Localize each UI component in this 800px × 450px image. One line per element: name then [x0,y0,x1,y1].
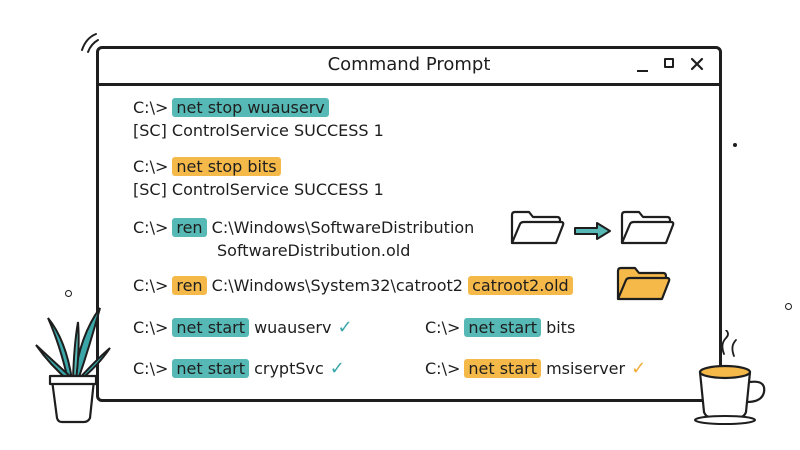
command-highlight: net start [172,359,249,378]
command-line: C:\>net start msiserver ✓ [425,358,646,380]
sketch-strokes-icon [81,33,99,53]
command-highlight: net start [172,318,249,337]
command-argument: C:\Windows\SoftwareDistribution [211,218,475,237]
prompt: C:\> [425,318,461,337]
prompt: C:\> [133,318,169,337]
prompt: C:\> [133,359,169,378]
minimize-button[interactable] [633,54,653,74]
command-line: C:\>net start cryptSvc ✓ [133,358,345,380]
command-argument: bits [546,318,576,337]
check-icon: ✓ [631,358,647,379]
check-icon: ✓ [329,358,345,379]
folder-filled-icon [616,266,671,301]
coffee-cup-icon [694,330,766,425]
window-title: Command Prompt [327,54,491,75]
command-highlight: net start [464,359,541,378]
command-argument: C:\Windows\System32\catroot2 [211,276,463,295]
dot-decoration [733,143,737,147]
prompt: C:\> [133,276,169,295]
command-argument: cryptSvc [254,359,324,378]
folder-icon [620,210,675,245]
circle-decoration [785,303,792,310]
output-line: [SC] ControlService SUCCESS 1 [133,121,384,140]
title-bar: Command Prompt [99,49,719,86]
prompt: C:\> [425,359,461,378]
prompt: C:\> [133,157,169,176]
plant-icon [35,307,111,424]
command-line: C:\>ren C:\Windows\SoftwareDistribution [133,217,474,239]
command-highlight: net stop bits [172,157,281,176]
command-line: C:\>ren C:\Windows\System32\catroot2 cat… [133,275,573,297]
command-highlight: ren [172,276,207,295]
argument-highlight: catroot2.old [468,276,573,295]
prompt: C:\> [133,98,169,117]
command-prompt-window: Command Prompt C:\>net stop wuauserv [SC… [96,46,722,402]
close-icon [690,57,704,71]
check-icon: ✓ [337,317,353,338]
command-line: C:\>net stop bits [133,156,281,178]
circle-decoration [65,290,72,297]
prompt: C:\> [133,218,169,237]
command-line: C:\>net start bits [425,317,575,339]
command-line: C:\>net stop wuauserv [133,97,329,119]
command-argument: msiserver [546,359,626,378]
arrow-right-icon [574,222,611,240]
output-line: [SC] ControlService SUCCESS 1 [133,180,384,199]
command-line: C:\>net start wuauserv ✓ [133,317,353,339]
close-button[interactable] [687,54,707,74]
command-highlight: net start [464,318,541,337]
folder-icon [510,210,565,245]
command-argument-continued: SoftwareDistribution.old [217,241,411,260]
command-highlight: ren [172,218,207,237]
maximize-button[interactable] [660,54,680,74]
command-argument: wuauserv [254,318,332,337]
command-highlight: net stop wuauserv [172,98,329,117]
